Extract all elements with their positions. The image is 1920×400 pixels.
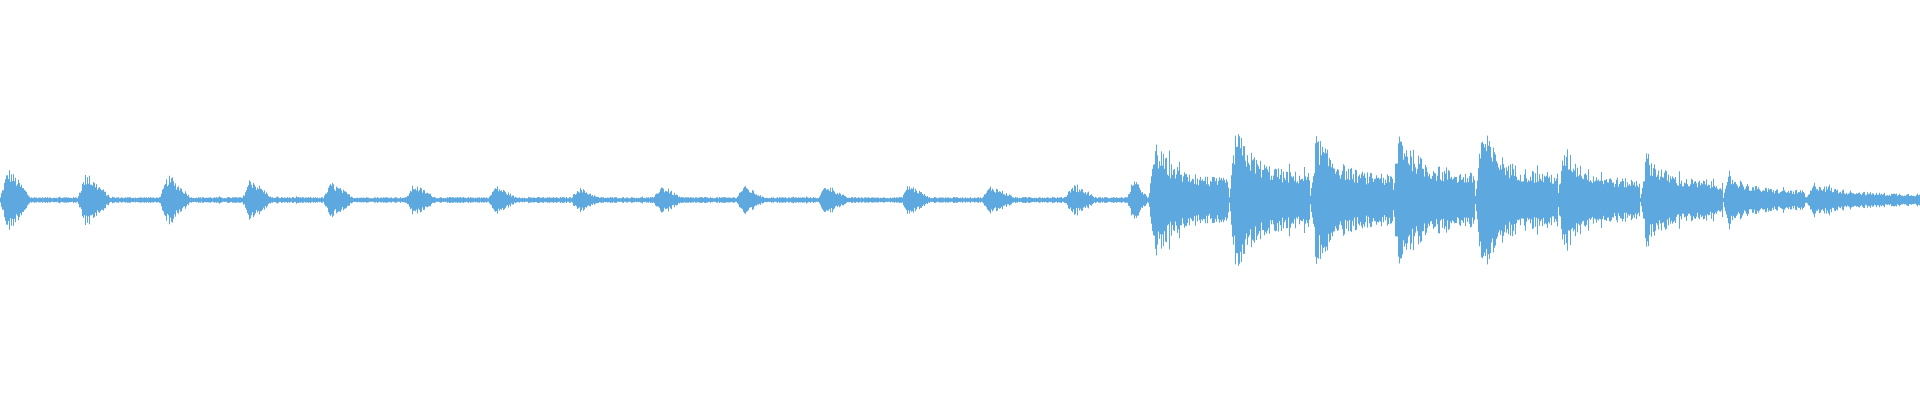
- waveform-path: [0, 134, 1920, 266]
- waveform-samples: [0, 134, 1920, 266]
